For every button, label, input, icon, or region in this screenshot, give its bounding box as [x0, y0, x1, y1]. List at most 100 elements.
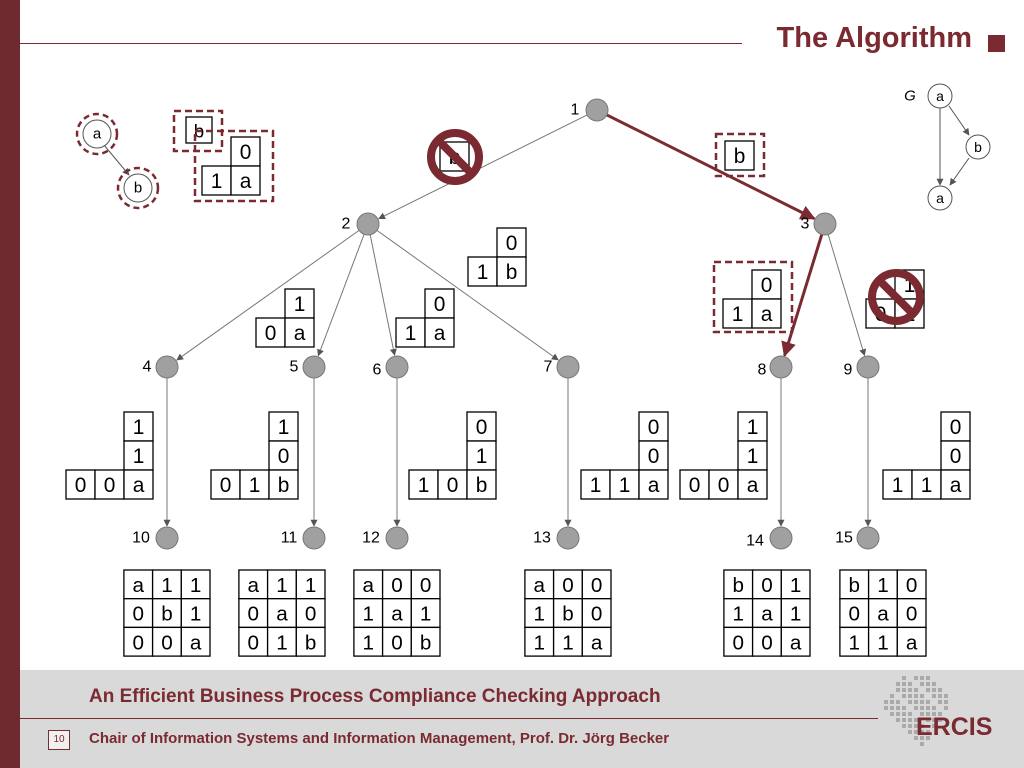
matrix-cell-value: 1 — [305, 574, 317, 597]
matrix-cell-value: 0 — [220, 474, 232, 497]
logo-map-dot — [902, 706, 906, 710]
tree-node-label-9: 9 — [844, 362, 853, 379]
matrix-cell-value: 0 — [75, 474, 87, 497]
tree-node-3 — [813, 212, 837, 236]
tree-node-15 — [856, 526, 880, 550]
pattern-node-a-highlight — [75, 112, 119, 156]
matrix-cell-value: a — [790, 631, 802, 654]
matrix-cell — [882, 469, 913, 500]
dashed-box-edge-1-3 — [714, 132, 766, 178]
matrix-cell-value: 0 — [265, 322, 277, 345]
matrix-cell — [410, 569, 441, 600]
matrix-cell-value: b — [420, 631, 432, 654]
matrix-cell-value: 1 — [420, 603, 432, 626]
matrix-cell-value: 0 — [849, 603, 861, 626]
tree-node-label-5: 5 — [290, 359, 299, 376]
logo-map-dot — [926, 688, 930, 692]
tree-node-7 — [556, 355, 580, 379]
matrix-cell-value: 0 — [648, 445, 660, 468]
matrix-cell-value: 0 — [733, 631, 745, 654]
matrix-cell-value: 1 — [732, 303, 744, 326]
logo-map-dot — [908, 700, 912, 704]
pattern-node-a — [82, 119, 112, 149]
matrix-cell-value: b — [161, 603, 173, 626]
graph-G-node-label-2: a — [936, 190, 944, 206]
matrix-cell-value: 1 — [211, 170, 223, 193]
logo-map-dot — [896, 712, 900, 716]
matrix-cell — [867, 569, 898, 600]
matrix-cell-value: 1 — [590, 474, 602, 497]
graph-G-edge-b-a — [949, 157, 970, 186]
logo-map-dot — [920, 742, 924, 746]
matrix-cell-value: b — [278, 474, 290, 497]
matrix-cell-value: a — [240, 170, 252, 193]
matrix-cell — [210, 469, 241, 500]
logo-map-dot — [914, 694, 918, 698]
logo-map-dot — [920, 706, 924, 710]
logo-map-dot — [920, 700, 924, 704]
tree-node-label-2: 2 — [342, 216, 351, 233]
tree-node-label-8: 8 — [758, 362, 767, 379]
edge-2-4 — [176, 229, 360, 361]
logo-map-dot — [914, 700, 918, 704]
logo-map-dot — [908, 724, 912, 728]
matrix-cell-value: 1 — [747, 445, 759, 468]
logo-map-dot — [902, 712, 906, 716]
dashed-box-edge-3-8 — [712, 260, 794, 334]
matrix-cell — [151, 569, 182, 600]
matrix-cell — [496, 256, 527, 287]
tree-node-9 — [856, 355, 880, 379]
matrix-cell-value: 0 — [420, 574, 432, 597]
matrix-cell-value: 0 — [248, 603, 260, 626]
matrix-cell — [437, 469, 468, 500]
page-number: 10 — [48, 730, 70, 750]
matrix-cell — [581, 598, 612, 629]
matrix-cell — [581, 569, 612, 600]
matrix-cell-value: 1 — [276, 631, 288, 654]
tree-node-11 — [302, 526, 326, 550]
logo-map-dot — [944, 706, 948, 710]
matrix-cell-value: 1 — [534, 603, 546, 626]
matrix-cell-value: 1 — [849, 631, 861, 654]
prohibition-slash — [435, 137, 475, 177]
edge-3-9 — [827, 234, 867, 357]
matrix-cell — [638, 440, 669, 471]
matrix-cell-value: 0 — [506, 232, 518, 255]
logo-map-dot — [884, 700, 888, 704]
matrix-cell-value: 0 — [689, 474, 701, 497]
logo-map-dot — [926, 736, 930, 740]
matrix-cell-value: 0 — [240, 141, 252, 164]
graph-G-edge-a-b — [948, 105, 970, 136]
matrix-cell-value: a — [294, 322, 306, 345]
tree-node-label-12: 12 — [362, 530, 380, 547]
logo-map-dot — [902, 682, 906, 686]
matrix-cell — [268, 469, 299, 500]
tree-node-6 — [385, 355, 409, 379]
tree-node-label-3: 3 — [801, 216, 810, 233]
matrix-edge-1-3: b — [724, 140, 755, 171]
logo-map-dot — [926, 682, 930, 686]
matrix-cell-value: 1 — [921, 474, 933, 497]
matrix-cell — [180, 598, 211, 629]
tree-node-8 — [769, 355, 793, 379]
matrix-cell — [424, 288, 455, 319]
matrix-cell-value: 0 — [761, 574, 773, 597]
prohibition-ring — [427, 129, 483, 185]
matrix-cell — [679, 469, 710, 500]
matrix-cell — [780, 569, 811, 600]
logo-map-dot — [890, 694, 894, 698]
logo-map-dot — [896, 688, 900, 692]
prohibition-icon-edge-3-9 — [868, 269, 924, 325]
matrix-cell — [467, 256, 498, 287]
matrix-cell-value: 1 — [190, 574, 202, 597]
tree-node-label-15: 15 — [835, 530, 853, 547]
tree-node-1 — [585, 98, 609, 122]
matrix-cell-value: 1 — [133, 416, 145, 439]
matrix-cell-value: a — [133, 574, 145, 597]
logo-map-dot — [920, 694, 924, 698]
